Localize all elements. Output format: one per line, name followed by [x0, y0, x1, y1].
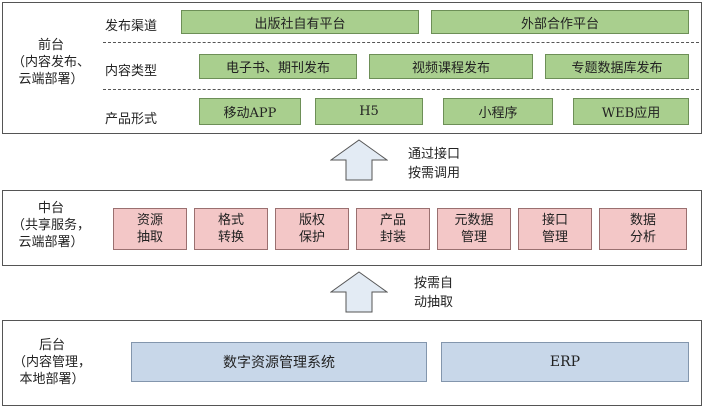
- up-arrow-icon: [330, 271, 388, 313]
- channel-own-platform: 出版社自有平台: [181, 10, 419, 34]
- service-data-analysis: 数据 分析: [599, 208, 687, 250]
- service-copyright-protect: 版权 保护: [275, 208, 349, 250]
- channel-partner-platform: 外部合作平台: [431, 10, 689, 34]
- content-ebook-journal: 电子书、期刊发布: [199, 54, 357, 79]
- service-product-package: 产品 封装: [356, 208, 430, 250]
- content-video-course: 视频课程发布: [369, 54, 533, 79]
- product-h5: H5: [315, 98, 423, 125]
- up-arrow-icon: [330, 139, 388, 181]
- service-interface-manage: 接口 管理: [518, 208, 592, 250]
- service-format-convert: 格式 转换: [194, 208, 268, 250]
- row-label-channel: 发布渠道: [105, 19, 158, 34]
- back-layer: 后台 （内容管理， 本地部署） 数字资源管理系统 ERP: [2, 320, 702, 406]
- product-mini-program: 小程序: [443, 98, 553, 125]
- back-layer-title: 后台 （内容管理， 本地部署）: [12, 338, 91, 387]
- service-resource-extract: 资源 抽取: [113, 208, 187, 250]
- row-label-product-form: 产品形式: [105, 112, 158, 127]
- content-topic-database: 专题数据库发布: [545, 54, 689, 79]
- middle-layer: 中台 （共享服务， 云端部署） 资源 抽取 格式 转换 版权 保护 产品 封装 …: [2, 190, 702, 266]
- front-layer-title: 前台 （内容发布、 云端部署）: [11, 38, 90, 87]
- arrow-label-interface-call: 通过接口 按需调用: [408, 147, 461, 181]
- front-divider-1: [103, 42, 699, 43]
- row-label-content-type: 内容类型: [105, 64, 158, 79]
- front-layer: 前台 （内容发布、 云端部署） 发布渠道 出版社自有平台 外部合作平台 内容类型…: [2, 2, 702, 134]
- front-divider-2: [103, 89, 699, 90]
- product-web-app: WEB应用: [573, 98, 689, 125]
- product-mobile-app: 移动APP: [199, 98, 301, 125]
- arrow-label-auto-extract: 按需自 动抽取: [414, 276, 454, 310]
- digital-resource-system: 数字资源管理系统: [131, 342, 427, 382]
- middle-layer-title: 中台 （共享服务， 云端部署）: [11, 201, 90, 250]
- erp-system: ERP: [441, 342, 689, 382]
- service-metadata-manage: 元数据 管理: [437, 208, 511, 250]
